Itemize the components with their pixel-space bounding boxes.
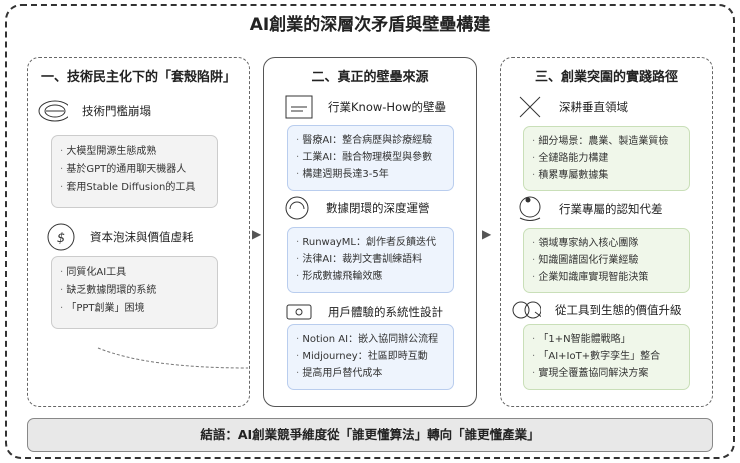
conclusion-bar: 結語：AI創業競爭維度從「誰更懂算法」轉向「誰更懂產業」 (27, 418, 713, 452)
section-header: 行業Know-How的壁壘 (284, 95, 447, 119)
list-item: 領域專家納入核心團隊 (532, 235, 681, 252)
detail-box: 領域專家納入核心團隊 知識圖譜固化行業經驗 企業知識庫實現智能決策 (523, 228, 690, 293)
list-item: 基於GPT的通用聊天機器人 (60, 161, 209, 179)
section-heading: 行業Know-How的壁壘 (328, 100, 447, 114)
device-icon (284, 301, 314, 323)
list-item: RunwayML：創作者反饋迭代 (296, 234, 445, 251)
section-header: 從工具到生態的價值升級 (511, 299, 682, 321)
svg-text:$: $ (57, 231, 65, 246)
detail-box: 同質化AI工具 缺乏數據閉環的系統 「PPT創業」困境 (51, 256, 218, 329)
arrow-icon: ▶ (252, 227, 262, 241)
list-item: 形成數據飛輪效應 (296, 268, 445, 285)
section-header: 行業專屬的認知代差 (515, 196, 663, 221)
column-trap: 一、技術民主化下的「套殼陷阱」 技術門檻崩塌 大模型開源生態成熟 基於GPT的通… (27, 57, 250, 407)
section-heading: 行業專屬的認知代差 (559, 202, 663, 216)
section-heading: 技術門檻崩塌 (82, 104, 151, 118)
section-header: 數據閉環的深度運營 (282, 196, 430, 220)
column-title: 一、技術民主化下的「套殼陷阱」 (40, 70, 236, 85)
section-header: 技術門檻崩塌 (38, 100, 151, 122)
column-paths: 三、創業突圍的實踐路徑 深耕垂直領域 細分場景：農業、製造業質檢 全鏈路能力構建… (500, 57, 713, 407)
list-item: 「AI+IoT+數字孪生」整合 (532, 348, 681, 365)
list-item: 細分場景：農業、製造業質檢 (532, 133, 681, 150)
list-item: 法律AI：裁判文書訓練語料 (296, 251, 445, 268)
section-header: 深耕垂直領域 (515, 96, 628, 118)
detail-box: 醫療AI：整合病歷與診療經驗 工業AI：融合物理模型與參數 構建週期長達3-5年 (287, 125, 454, 191)
section-header: 用戶體驗的系統性設計 (284, 301, 443, 323)
list-item: 大模型開源生態成熟 (60, 143, 209, 161)
section-header: $ 資本泡沫與價值虛耗 (46, 223, 194, 251)
detail-box: Notion AI：嵌入協同辦公流程 Midjourney：社區即時互動 提高用… (287, 324, 454, 390)
detail-box: 細分場景：農業、製造業質檢 全鏈路能力構建 積累專屬數據集 (523, 126, 690, 191)
arrow-icon: ▶ (482, 227, 492, 241)
column-barriers: 二、真正的壁壘來源 行業Know-How的壁壘 醫療AI：整合病歷與診療經驗 工… (263, 57, 477, 407)
list-item: 實現全覆蓋協同解決方案 (532, 365, 681, 382)
outer-frame (5, 4, 735, 459)
list-item: 套用Stable Diffusion的工具 (60, 179, 209, 197)
circles-icon (511, 299, 541, 321)
ellipse-minus-icon (38, 100, 68, 122)
list-item: 「PPT創業」困境 (60, 300, 209, 318)
list-item: 全鏈路能力構建 (532, 150, 681, 167)
section-heading: 從工具到生態的價值升級 (555, 303, 682, 317)
section-heading: 資本泡沫與價值虛耗 (90, 230, 194, 244)
section-heading: 深耕垂直領域 (559, 100, 628, 114)
list-item: 積累專屬數據集 (532, 167, 681, 184)
list-item: 同質化AI工具 (60, 264, 209, 282)
dashed-curve (97, 347, 248, 369)
column-title: 二、真正的壁壘來源 (311, 70, 429, 85)
list-item: 構建週期長達3-5年 (296, 166, 445, 183)
page-title: AI創業的深層次矛盾與壁壘構建 (249, 15, 491, 35)
list-item: 醫療AI：整合病歷與診療經驗 (296, 132, 445, 149)
document-icon (284, 95, 314, 119)
list-item: Notion AI：嵌入協同辦公流程 (296, 331, 445, 348)
eye-icon (515, 196, 545, 221)
section-heading: 數據閉環的深度運營 (326, 201, 430, 215)
list-item: Midjourney：社區即時互動 (296, 348, 445, 365)
section-heading: 用戶體驗的系統性設計 (328, 305, 443, 319)
list-item: 知識圖譜固化行業經驗 (532, 252, 681, 269)
list-item: 企業知識庫實現智能決策 (532, 269, 681, 286)
detail-box: 大模型開源生態成熟 基於GPT的通用聊天機器人 套用Stable Diffusi… (51, 135, 218, 208)
list-item: 工業AI：融合物理模型與參數 (296, 149, 445, 166)
dollar-icon: $ (46, 223, 76, 251)
detail-box: RunwayML：創作者反饋迭代 法律AI：裁判文書訓練語料 形成數據飛輪效應 (287, 227, 454, 293)
list-item: 提高用戶替代成本 (296, 365, 445, 382)
loop-icon (282, 196, 312, 220)
cross-icon (515, 96, 545, 118)
column-title: 三、創業突圍的實踐路徑 (534, 70, 678, 85)
list-item: 缺乏數據閉環的系統 (60, 282, 209, 300)
list-item: 「1+N智能體戰略」 (532, 331, 681, 348)
detail-box: 「1+N智能體戰略」 「AI+IoT+數字孪生」整合 實現全覆蓋協同解決方案 (523, 324, 690, 390)
